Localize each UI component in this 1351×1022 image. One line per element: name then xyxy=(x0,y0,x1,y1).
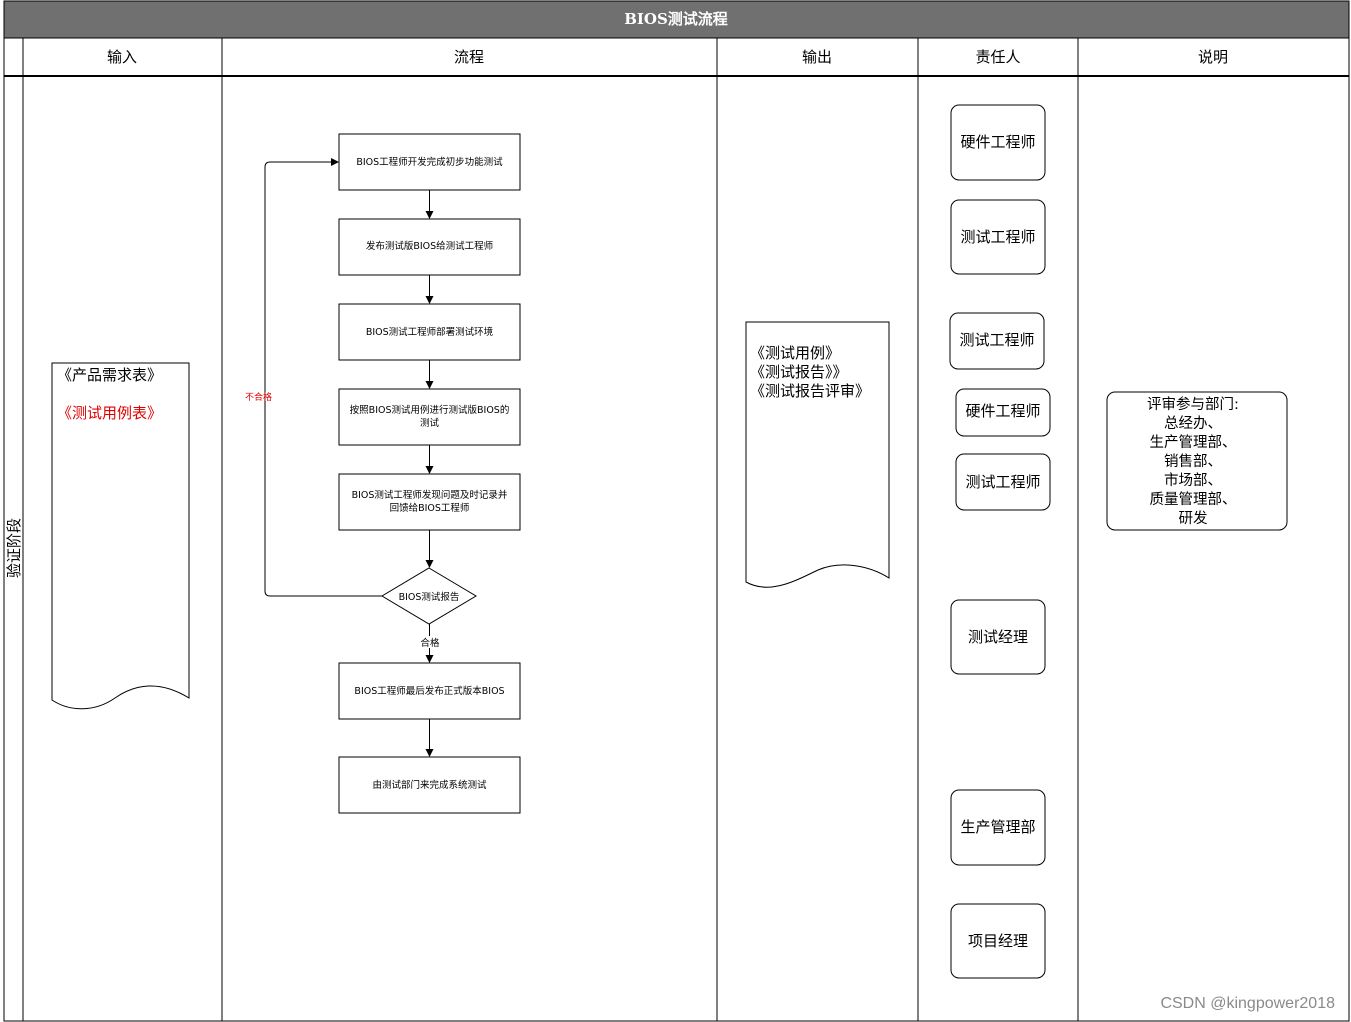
column-header-notes: 说明 xyxy=(1198,48,1228,66)
connector-fail-loop xyxy=(264,158,382,597)
decision-diamond: BIOS测试报告 xyxy=(381,567,477,625)
owner-label-8: 项目经理 xyxy=(968,932,1028,950)
owner-box-1: 硬件工程师 xyxy=(950,104,1046,181)
process-step-1: BIOS工程师开发完成初步功能测试 xyxy=(338,133,521,191)
process-step-1-label: BIOS工程师开发完成初步功能测试 xyxy=(356,156,503,168)
process-step-5: BIOS测试工程师发现问题及时记录并 回馈给BIOS工程师 xyxy=(338,473,521,531)
owner-box-6: 测试经理 xyxy=(950,599,1046,675)
lane-label: 验证阶段 xyxy=(5,518,23,578)
owner-box-3: 测试工程师 xyxy=(949,312,1045,370)
process-step-6-label: BIOS工程师最后发布正式版本BIOS xyxy=(354,685,504,697)
input-doc-test-cases: 《测试用例表》 xyxy=(57,404,162,422)
process-step-4: 按照BIOS测试用例进行测试版BIOS的 测试 xyxy=(338,388,521,446)
column-header-input: 输入 xyxy=(107,48,137,66)
process-step-3: BIOS测试工程师部署测试环境 xyxy=(338,303,521,361)
column-header-output: 输出 xyxy=(802,48,832,66)
process-step-7-label: 由测试部门来完成系统测试 xyxy=(372,779,487,791)
column-header-owner: 责任人 xyxy=(975,48,1020,66)
output-doc-3: 《测试报告评审》 xyxy=(750,382,870,400)
owner-label-3: 测试工程师 xyxy=(959,331,1034,349)
input-doc-requirements: 《产品需求表》 xyxy=(57,366,162,384)
table-frame xyxy=(3,37,1350,1022)
owner-box-7: 生产管理部 xyxy=(950,789,1046,866)
process-step-4-label-line2: 测试 xyxy=(420,417,440,429)
output-doc-2: 《测试报告》》 xyxy=(750,363,848,381)
input-document-shape xyxy=(51,362,190,710)
owner-box-8: 项目经理 xyxy=(950,903,1046,979)
notes-box: 评审参与部门: 总经办、 生产管理部、 销售部、 市场部、 质量管理部、 研发 xyxy=(1106,391,1288,531)
owner-box-4: 硬件工程师 xyxy=(955,388,1051,437)
process-step-2-label: 发布测试版BIOS给测试工程师 xyxy=(366,240,493,252)
owner-label-2: 测试工程师 xyxy=(960,228,1035,246)
process-step-5-label-line2: 回馈给BIOS工程师 xyxy=(390,502,470,514)
diagram-title: BIOS测试流程 xyxy=(624,10,728,28)
output-document-shape xyxy=(745,321,890,588)
notes-line-5: 市场部、 xyxy=(1164,472,1222,489)
notes-line-6: 质量管理部、 xyxy=(1150,491,1237,508)
fail-label: 不合格 xyxy=(245,391,272,403)
process-step-4-label-line1: 按照BIOS测试用例进行测试版BIOS的 xyxy=(350,404,510,416)
owner-label-4: 硬件工程师 xyxy=(965,402,1040,420)
notes-line-2: 总经办、 xyxy=(1164,415,1222,432)
process-step-7: 由测试部门来完成系统测试 xyxy=(338,756,521,814)
notes-line-1: 评审参与部门: xyxy=(1147,396,1239,413)
process-step-6: BIOS工程师最后发布正式版本BIOS xyxy=(338,662,521,720)
pass-label: 合格 xyxy=(420,637,440,649)
owner-label-5: 测试工程师 xyxy=(965,473,1040,491)
owner-box-5: 测试工程师 xyxy=(955,453,1051,511)
owner-label-6: 测试经理 xyxy=(968,628,1028,646)
pass-label-bg xyxy=(419,636,441,648)
output-doc-1: 《测试用例》 xyxy=(750,344,840,362)
watermark: CSDN @kingpower2018 xyxy=(1160,995,1335,1012)
owner-label-7: 生产管理部 xyxy=(960,818,1035,836)
notes-line-3: 生产管理部、 xyxy=(1150,434,1237,451)
notes-line-4: 销售部、 xyxy=(1164,453,1222,470)
title-bar xyxy=(3,0,1350,39)
decision-label: BIOS测试报告 xyxy=(399,591,460,603)
process-step-2: 发布测试版BIOS给测试工程师 xyxy=(338,218,521,276)
process-step-3-label: BIOS测试工程师部署测试环境 xyxy=(366,326,494,338)
process-step-5-label-line1: BIOS测试工程师发现问题及时记录并 xyxy=(352,489,508,501)
column-header-process: 流程 xyxy=(454,48,484,66)
owner-label-1: 硬件工程师 xyxy=(960,133,1035,151)
owner-box-2: 测试工程师 xyxy=(950,199,1046,275)
notes-line-7: 研发 xyxy=(1179,510,1208,527)
